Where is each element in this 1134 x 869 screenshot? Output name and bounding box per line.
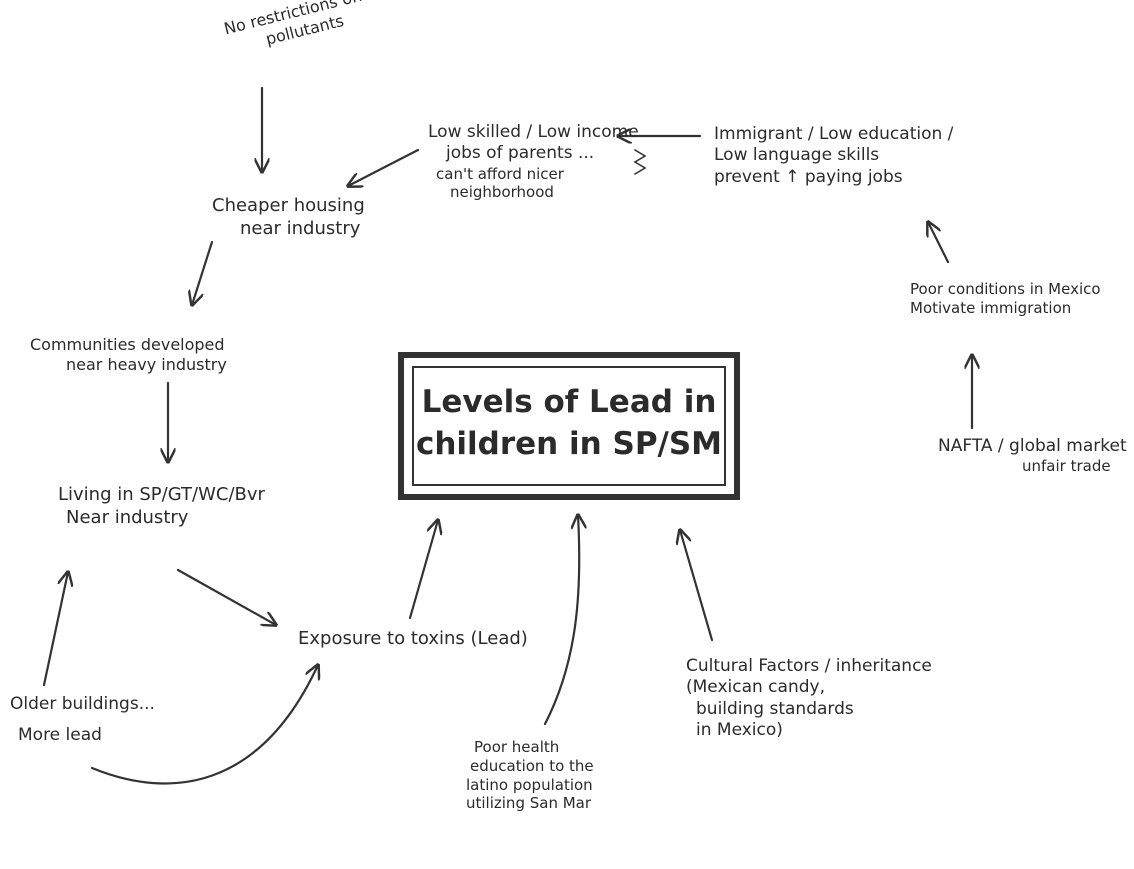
arrow-jobs-to-housing (348, 148, 420, 186)
arrow-exposure-to-center (408, 520, 438, 620)
node-poor-conditions-line-2: Motivate immigration (910, 298, 1072, 317)
node-cultural-factors-line-4: in Mexico) (696, 719, 783, 740)
node-older-buildings-line-1: Older buildings... (10, 694, 155, 714)
node-living-in-line-1: Living in SP/GT/WC/Bvr (58, 484, 265, 505)
node-cultural-factors-line-1: Cultural Factors / inheritance (686, 656, 932, 676)
arrow-cultural-to-center (680, 530, 714, 642)
node-older-buildings: Older buildings... More lead (10, 694, 155, 747)
node-older-buildings-line-2: More lead (18, 725, 102, 746)
central-topic-line-2: children in SP/SM (415, 425, 723, 462)
arrow-conditions-to-immigrant (928, 222, 950, 264)
node-poor-conditions-line-1: Poor conditions in Mexico (910, 280, 1101, 298)
node-poor-health: Poor health education to the latino popu… (466, 738, 594, 813)
arrow-buildings-to-living (42, 572, 68, 687)
central-topic-title: Levels of Lead in children in SP/SM (404, 382, 734, 466)
node-living-in: Living in SP/GT/WC/Bvr Near industry (58, 484, 265, 529)
node-immigrant: Immigrant / Low education / Low language… (714, 124, 953, 188)
arrow-housing-to-communities (192, 240, 214, 305)
node-exposure-line-1: Exposure to toxins (Lead) (298, 628, 528, 649)
node-poor-health-line-2: education to the (470, 756, 594, 775)
node-low-skilled-jobs-line-4: neighborhood (450, 183, 554, 202)
node-exposure: Exposure to toxins (Lead) (298, 628, 528, 651)
node-low-skilled-jobs-line-2: jobs of parents ... (446, 143, 595, 164)
arrow-health-to-center (543, 515, 579, 726)
central-topic-line-1: Levels of Lead in (421, 384, 717, 420)
node-cheaper-housing: Cheaper housing near industry (212, 195, 365, 240)
node-poor-conditions: Poor conditions in Mexico Motivate immig… (910, 280, 1101, 318)
node-cheaper-housing-line-1: Cheaper housing (212, 195, 365, 216)
node-communities: Communities developed near heavy industr… (30, 335, 227, 375)
node-poor-health-line-1: Poor health (474, 738, 560, 756)
node-immigrant-line-3: prevent ↑ paying jobs (714, 166, 903, 187)
node-cultural-factors-line-3: building standards (696, 698, 854, 719)
node-low-skilled-jobs: Low skilled / Low income jobs of parents… (428, 122, 639, 202)
node-poor-health-line-4: utilizing San Mar (466, 794, 592, 813)
node-nafta-line-1: NAFTA / global market (938, 436, 1127, 456)
node-cultural-factors-line-2: (Mexican candy, (686, 677, 825, 698)
node-low-skilled-jobs-line-1: Low skilled / Low income (428, 122, 639, 142)
central-topic-box: Levels of Lead in children in SP/SM (398, 352, 740, 500)
node-cultural-factors: Cultural Factors / inheritance (Mexican … (686, 656, 932, 741)
node-living-in-line-2: Near industry (66, 506, 189, 528)
node-communities-line-1: Communities developed (30, 335, 225, 354)
node-communities-line-2: near heavy industry (66, 355, 227, 374)
arrow-buildings-to-exposure (90, 665, 318, 785)
node-immigrant-line-2: Low language skills (714, 145, 880, 166)
scribble-mark (633, 149, 647, 175)
central-topic-inner-border (412, 366, 726, 486)
node-immigrant-line-1: Immigrant / Low education / (714, 124, 954, 144)
node-nafta: NAFTA / global market unfair trade (938, 436, 1127, 476)
arrow-living-to-exposure (176, 568, 276, 625)
node-low-skilled-jobs-line-3: can't afford nicer (436, 164, 564, 183)
node-poor-health-line-3: latino population (466, 775, 593, 794)
node-cheaper-housing-line-2: near industry (240, 217, 361, 239)
node-nafta-line-2: unfair trade (1022, 457, 1111, 476)
